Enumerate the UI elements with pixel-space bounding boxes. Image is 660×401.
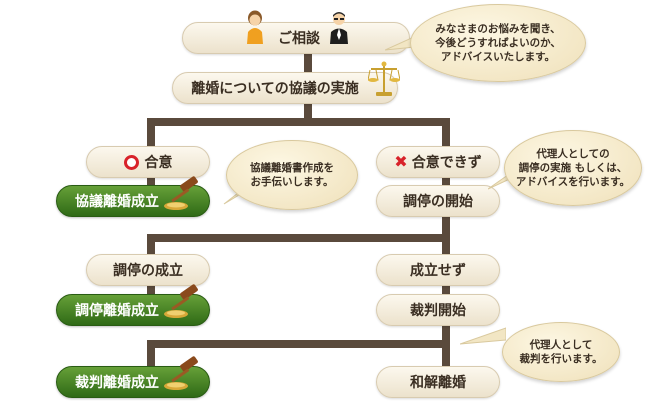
connector-success-to-chotei-rikon bbox=[147, 284, 155, 296]
saiban-start-label: 裁判開始 bbox=[410, 303, 466, 319]
gavel-icon bbox=[164, 356, 198, 390]
negotiation-label: 離婚についての協議の実施 bbox=[191, 81, 359, 97]
advice-bubble: みなさまのお悩みを聞き、 今後どうすればよいのか、 アドバイスいたします。 bbox=[410, 4, 586, 82]
connector-chotei-left-down bbox=[147, 234, 155, 256]
chotei-fail-label: 成立せず bbox=[410, 263, 466, 279]
chotei-fail-box: 成立せず bbox=[376, 254, 500, 286]
consultation-box: ご相談 bbox=[182, 22, 410, 54]
mediation-bubble-text: 代理人としての 調停の実施 もしくは、 アドバイスを行います。 bbox=[515, 147, 631, 189]
connector-saiban-left-down bbox=[147, 340, 155, 368]
connector-branch-left-down bbox=[147, 118, 155, 148]
consultation-label: ご相談 bbox=[278, 31, 320, 47]
wakai-rikon-label: 和解離婚 bbox=[410, 375, 466, 391]
cross-mark-icon: ✖ bbox=[394, 152, 408, 171]
connector-disagree-to-chotei bbox=[442, 176, 450, 187]
document-bubble-text: 協議離婚書作成を お手伝いします。 bbox=[250, 161, 334, 188]
connector-chotei-right-down bbox=[442, 234, 450, 256]
bubble-tail-trial bbox=[460, 327, 506, 345]
connector-negotiation-down bbox=[304, 102, 312, 121]
wakai-rikon-box: 和解離婚 bbox=[376, 366, 500, 398]
trial-bubble: 代理人として 裁判を行います。 bbox=[502, 322, 620, 382]
negotiation-box: 離婚についての協議の実施 bbox=[172, 72, 398, 104]
connector-saiban-horizontal bbox=[147, 340, 450, 348]
connector-branch-right-down bbox=[442, 118, 450, 148]
kyogi-rikon-box: 協議離婚成立 bbox=[56, 185, 210, 217]
circle-mark-icon bbox=[123, 154, 139, 170]
chotei-success-label: 調停の成立 bbox=[113, 263, 183, 279]
chotei-start-label: 調停の開始 bbox=[403, 194, 473, 210]
woman-icon bbox=[247, 10, 263, 44]
connector-branch-horizontal bbox=[147, 118, 450, 126]
man-icon bbox=[330, 12, 348, 44]
kyogi-rikon-label: 協議離婚成立 bbox=[75, 194, 159, 210]
gavel-icon bbox=[164, 176, 198, 210]
chotei-success-box: 調停の成立 bbox=[86, 254, 210, 286]
connector-chotei-horizontal bbox=[147, 234, 450, 242]
connector-saiban-right-down bbox=[442, 340, 450, 368]
scales-icon bbox=[368, 61, 400, 96]
disagree-label: 合意できず bbox=[411, 155, 482, 171]
saiban-rikon-label: 裁判離婚成立 bbox=[75, 375, 159, 391]
disagree-box: ✖ 合意できず bbox=[376, 146, 500, 178]
advice-bubble-text: みなさまのお悩みを聞き、 今後どうすればよいのか、 アドバイスいたします。 bbox=[435, 22, 561, 64]
agree-label: 合意 bbox=[144, 155, 173, 171]
connector-fail-to-saiban bbox=[442, 284, 450, 296]
connector-chotei-down bbox=[442, 214, 450, 240]
chotei-start-box: 調停の開始 bbox=[376, 185, 500, 217]
mediation-bubble: 代理人としての 調停の実施 もしくは、 アドバイスを行います。 bbox=[504, 130, 642, 206]
agree-box: 合意 bbox=[86, 146, 210, 178]
connector-agree-to-kyogi bbox=[147, 176, 155, 187]
connector-consult-to-negotiation bbox=[304, 52, 312, 74]
chotei-rikon-label: 調停離婚成立 bbox=[75, 303, 159, 319]
gavel-icon bbox=[164, 284, 198, 318]
document-bubble: 協議離婚書作成を お手伝いします。 bbox=[226, 140, 358, 210]
trial-bubble-text: 代理人として 裁判を行います。 bbox=[519, 338, 603, 365]
connector-saiban-down bbox=[442, 322, 450, 346]
saiban-start-box: 裁判開始 bbox=[376, 294, 500, 326]
